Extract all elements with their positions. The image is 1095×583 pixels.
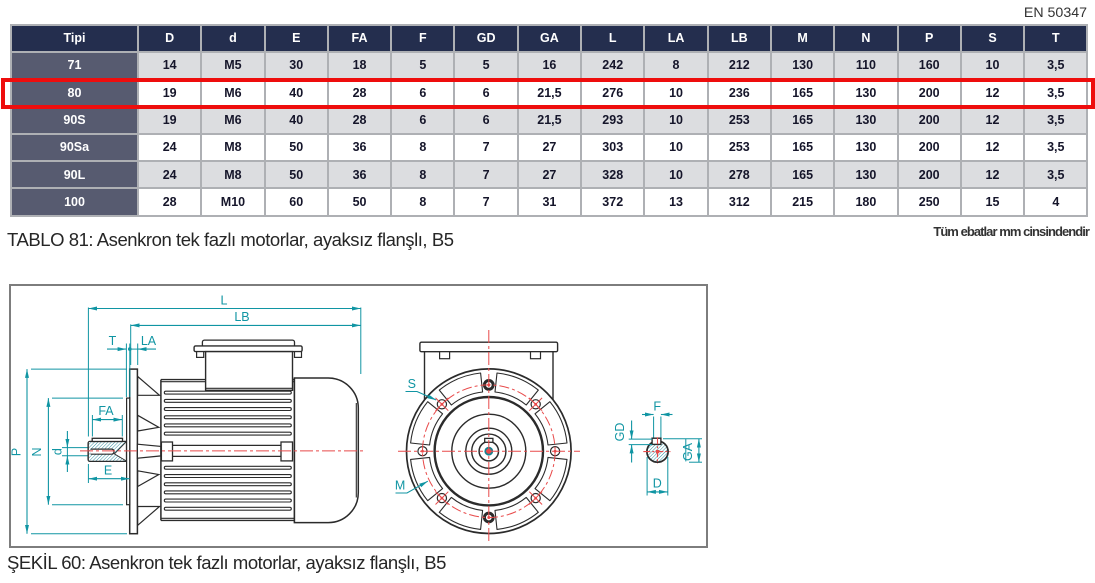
- svg-text:FA: FA: [98, 404, 114, 418]
- svg-text:LA: LA: [141, 334, 157, 348]
- svg-text:M: M: [395, 479, 405, 493]
- svg-text:F: F: [653, 400, 661, 414]
- svg-text:d: d: [51, 448, 65, 455]
- svg-text:P: P: [11, 448, 24, 456]
- svg-text:D: D: [653, 476, 662, 490]
- svg-text:GD: GD: [613, 423, 627, 442]
- svg-text:T: T: [109, 334, 117, 348]
- svg-text:S: S: [408, 377, 416, 391]
- svg-text:E: E: [104, 464, 112, 478]
- svg-text:L: L: [221, 294, 228, 308]
- svg-text:LB: LB: [234, 310, 249, 324]
- svg-text:N: N: [30, 447, 44, 456]
- svg-text:GA: GA: [681, 442, 695, 461]
